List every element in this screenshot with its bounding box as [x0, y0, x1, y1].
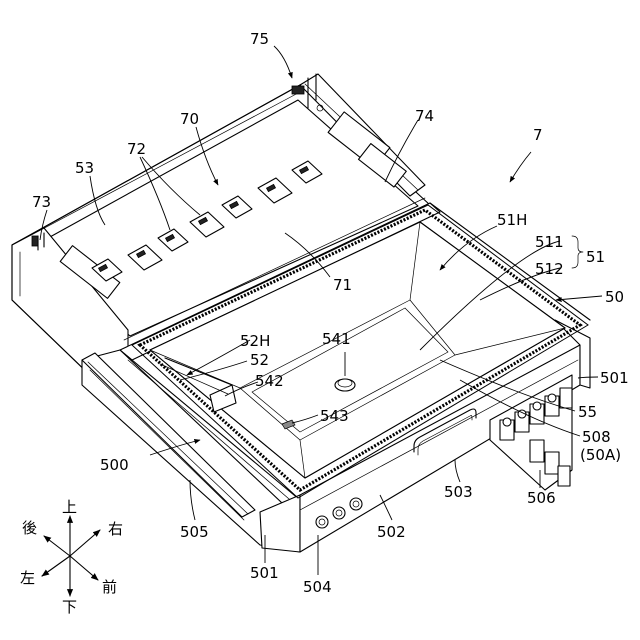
- ref-506: 506: [527, 489, 556, 507]
- ref-50: 50: [605, 288, 624, 306]
- ref-50A: (50A): [580, 446, 621, 464]
- ref-504: 504: [303, 578, 332, 596]
- dir-right: 右: [108, 520, 123, 538]
- ref-51H: 51H: [497, 211, 527, 229]
- ref-501-bottom: 501: [250, 564, 279, 582]
- ref-542: 542: [255, 372, 284, 390]
- ref-512: 512: [535, 260, 564, 278]
- arrow-right-icon: [70, 530, 100, 556]
- ref-543: 543: [320, 407, 349, 425]
- dir-left: 左: [20, 569, 35, 587]
- brace-51: [572, 236, 583, 268]
- ref-51: 51: [586, 248, 605, 266]
- dir-up: 上: [62, 498, 77, 516]
- dir-down: 下: [62, 598, 77, 616]
- ref-72: 72: [127, 140, 146, 158]
- ref-70: 70: [180, 110, 199, 128]
- ref-500: 500: [100, 456, 129, 474]
- ref-73: 73: [32, 193, 51, 211]
- ref-71: 71: [333, 276, 352, 294]
- dir-rear: 後: [22, 519, 37, 537]
- ref-52: 52: [250, 351, 269, 369]
- ref-52H: 52H: [240, 332, 270, 350]
- ref-55: 55: [578, 403, 597, 421]
- ref-74: 74: [415, 107, 434, 125]
- ref-75: 75: [250, 30, 269, 48]
- ref-505: 505: [180, 523, 209, 541]
- ref-53: 53: [75, 159, 94, 177]
- ref-501-right: 501: [600, 369, 629, 387]
- arrow-front-icon: [70, 556, 98, 580]
- ref-7: 7: [533, 126, 543, 144]
- ref-508: 508: [582, 428, 611, 446]
- ref-511: 511: [535, 233, 564, 251]
- ref-503: 503: [444, 483, 473, 501]
- ref-502: 502: [377, 523, 406, 541]
- direction-compass: 上 後 右 左 前 下: [20, 498, 123, 616]
- dir-front: 前: [102, 578, 117, 596]
- arrow-rear-icon: [44, 536, 70, 556]
- ref-541: 541: [322, 330, 351, 348]
- arrow-left-icon: [42, 556, 70, 576]
